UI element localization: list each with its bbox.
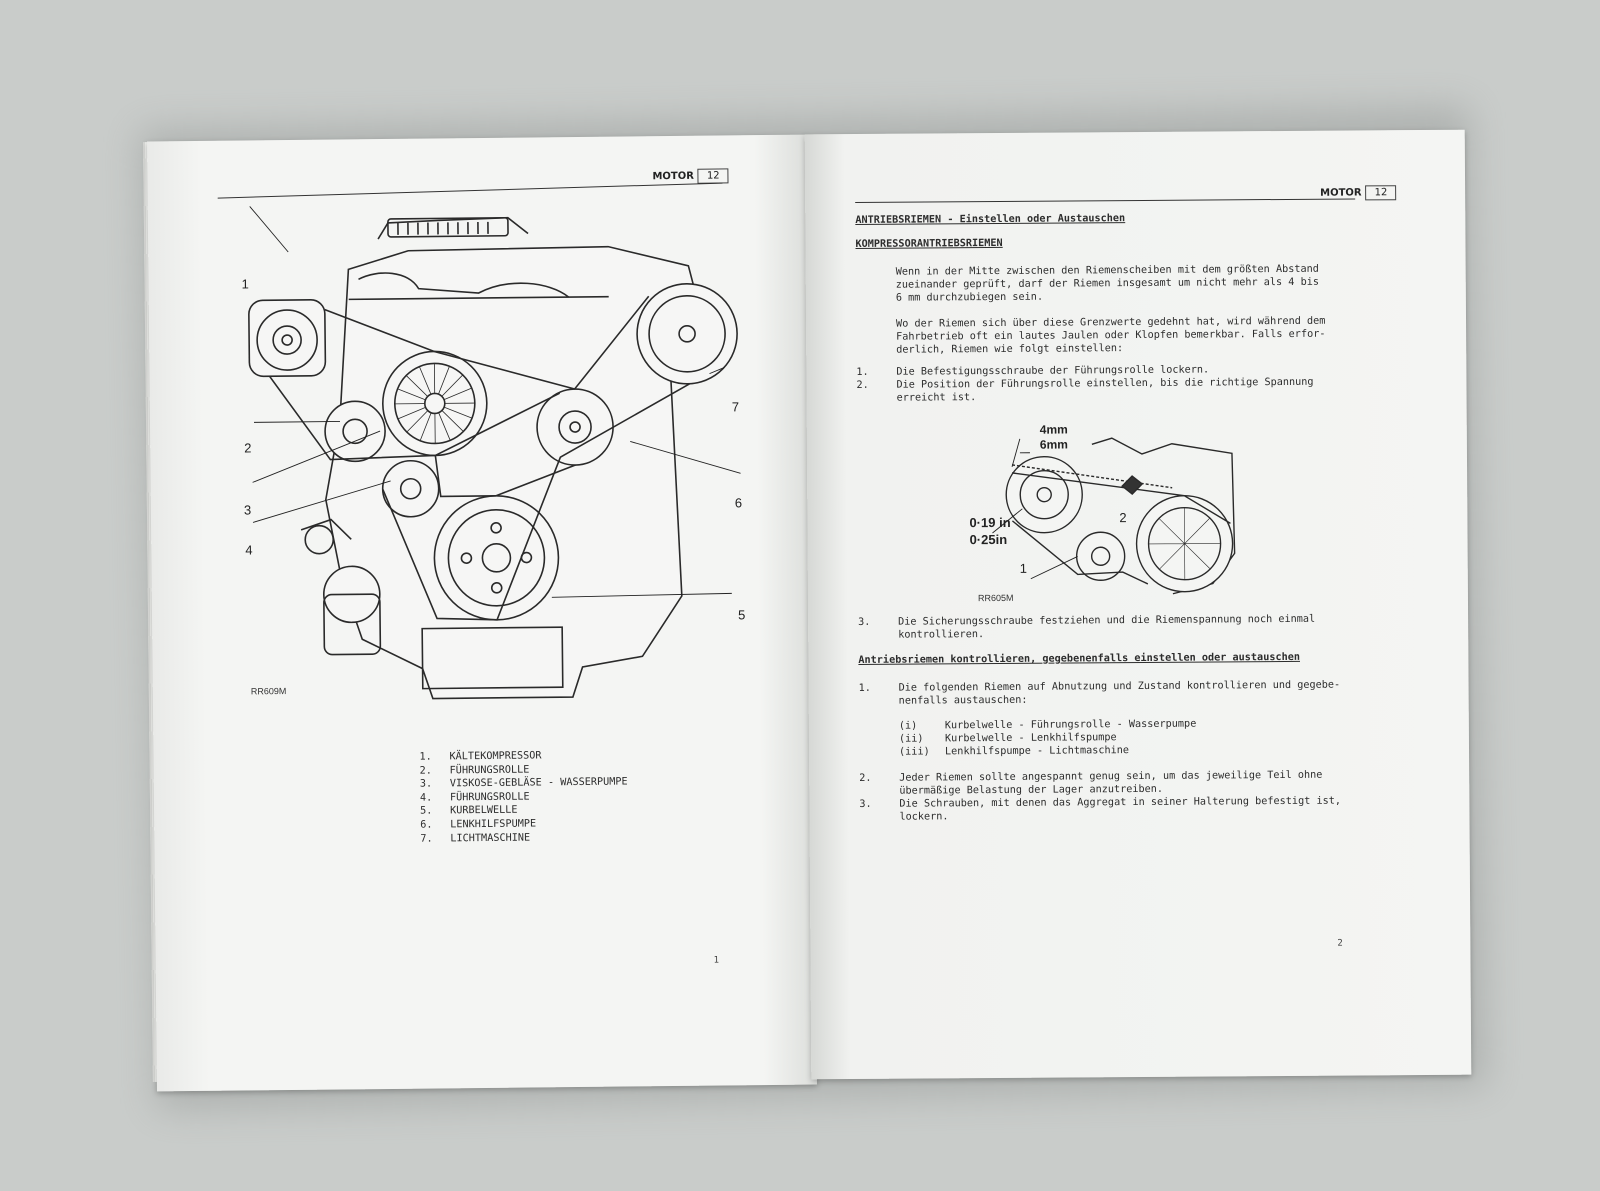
legend-item: 7.LICHTMASCHINE bbox=[420, 832, 531, 845]
belt-tension-diagram bbox=[992, 437, 1236, 595]
callout-6: 6 bbox=[734, 495, 743, 511]
list-item: (iii)Lenkhilfspumpe - Lichtmaschine bbox=[898, 745, 1130, 758]
dim-inch-bottom: 0·25in bbox=[969, 531, 1008, 548]
fig-callout-1: 1 bbox=[1019, 560, 1028, 576]
intro-paragraph: Wenn in der Mitte zwischen den Riemensch… bbox=[895, 263, 1320, 304]
section-subtitle: KOMPRESSORANTRIEBSRIEMEN bbox=[855, 237, 1003, 250]
list-item: 3.Die Schrauben, mit denen das Aggregat … bbox=[859, 795, 1342, 823]
left-header-number: 12 bbox=[697, 168, 729, 184]
callout-2: 2 bbox=[244, 440, 252, 456]
left-figure-code: RR609M bbox=[250, 686, 287, 697]
callout-5: 5 bbox=[737, 607, 746, 623]
section-title: ANTRIEBSRIEMEN - Einstellen oder Austaus… bbox=[855, 213, 1126, 226]
right-header-number: 12 bbox=[1365, 185, 1397, 201]
adjust-steps: 1.Die Befestigungsschraube der Führungsr… bbox=[856, 362, 1416, 405]
fig-callout-2: 2 bbox=[1119, 510, 1127, 526]
belt-list: (i)Kurbelwelle - Führungsrolle - Wasserp… bbox=[899, 716, 1399, 758]
callout-3: 3 bbox=[243, 502, 252, 518]
step-3: 3.Die Sicherungsschraube festziehen und … bbox=[858, 612, 1418, 642]
callout-1: 1 bbox=[241, 276, 249, 292]
engine-belt-diagram bbox=[248, 206, 741, 700]
list-item: 2.Die Position der Führungsrolle einstel… bbox=[856, 376, 1314, 404]
inspection-steps-2-3: 2.Jeder Riemen sollte angespannt genug s… bbox=[859, 768, 1419, 824]
inspection-heading: Antriebsriemen kontrollieren, gegebenenf… bbox=[858, 651, 1301, 666]
right-header-rule bbox=[855, 198, 1356, 203]
list-item: 2.Jeder Riemen sollte angespannt genug s… bbox=[859, 769, 1323, 797]
dim-4mm: 4mm bbox=[1039, 422, 1068, 437]
right-figure-code: RR605M bbox=[977, 592, 1014, 604]
left-page-number: 1 bbox=[713, 955, 720, 966]
callout-4: 4 bbox=[245, 542, 253, 558]
dim-inch-top: 0·19 in bbox=[969, 514, 1011, 531]
dim-6mm: 6mm bbox=[1039, 437, 1068, 452]
left-header-section: MOTOR bbox=[652, 170, 694, 183]
right-header-section: MOTOR bbox=[1320, 187, 1362, 199]
callout-7: 7 bbox=[731, 399, 740, 415]
right-page-number: 2 bbox=[1337, 938, 1343, 949]
list-item: 3.Die Sicherungsschraube festziehen und … bbox=[858, 613, 1316, 641]
component-legend: 1.KÄLTEKOMPRESSOR 2.FÜHRUNGSROLLE 3.VISK… bbox=[419, 747, 760, 851]
symptom-paragraph: Wo der Riemen sich über diese Grenzwerte… bbox=[895, 315, 1326, 356]
list-item: 1.Die folgenden Riemen auf Abnutzung und… bbox=[858, 679, 1341, 707]
inspection-step-1: 1.Die folgenden Riemen auf Abnutzung und… bbox=[859, 678, 1419, 708]
